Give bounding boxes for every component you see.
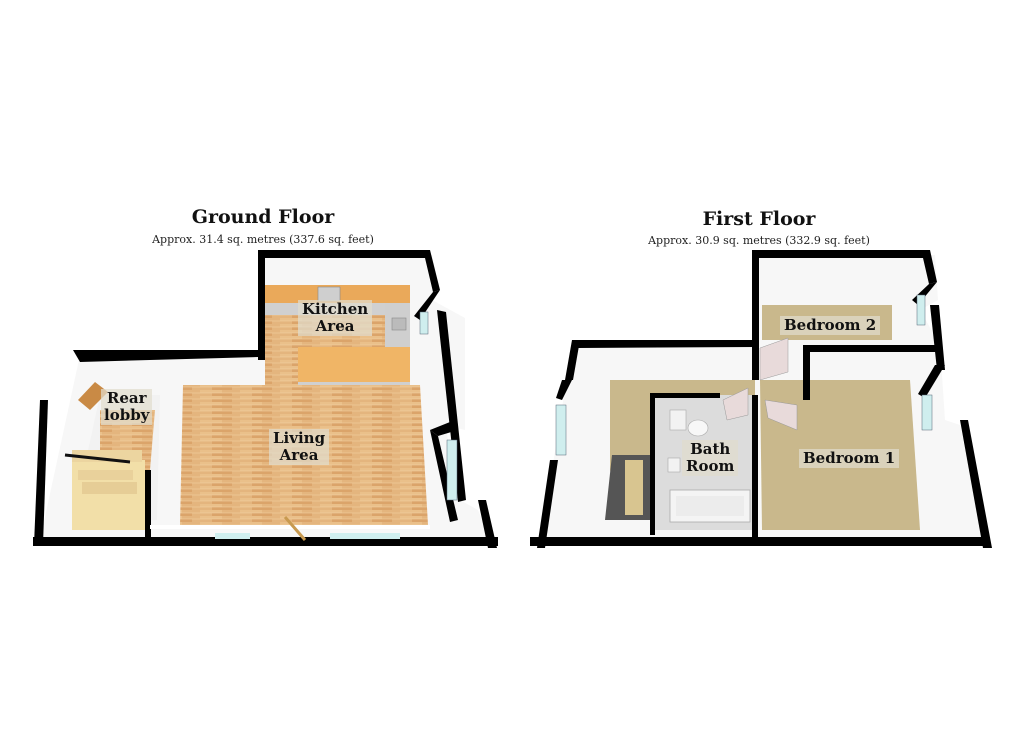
room-label-line: Bedroom 2 <box>784 316 877 334</box>
room-label-bedroom-2: Bedroom 2 <box>780 316 881 335</box>
room-label-line: Rear <box>106 389 147 407</box>
room-label-line: Bath <box>690 440 731 458</box>
room-label-line: lobby <box>104 406 150 424</box>
room-label-bedroom-1: Bedroom 1 <box>799 449 900 468</box>
first-floor-area: Approx. 30.9 sq. metres (332.9 sq. feet) <box>648 234 870 247</box>
room-label-line: Living <box>273 429 326 447</box>
room-label-line: Bedroom 1 <box>803 449 896 467</box>
room-label-bath-room: Bath Room <box>682 440 739 476</box>
room-label-line: Kitchen <box>302 300 369 318</box>
room-label-line: Room <box>686 457 735 475</box>
first-floor-title: First Floor <box>702 208 816 230</box>
ground-floor-title: Ground Floor <box>191 206 335 228</box>
room-label-rear-lobby: Rear lobby <box>101 389 153 425</box>
ground-floor-area: Approx. 31.4 sq. metres (337.6 sq. feet) <box>152 233 374 246</box>
first-floor-plan <box>530 250 992 548</box>
room-label-living-area: Living Area <box>269 429 330 465</box>
room-label-line: Area <box>279 446 319 464</box>
room-label-kitchen-area: Kitchen Area <box>298 300 373 336</box>
room-label-line: Area <box>315 317 355 335</box>
